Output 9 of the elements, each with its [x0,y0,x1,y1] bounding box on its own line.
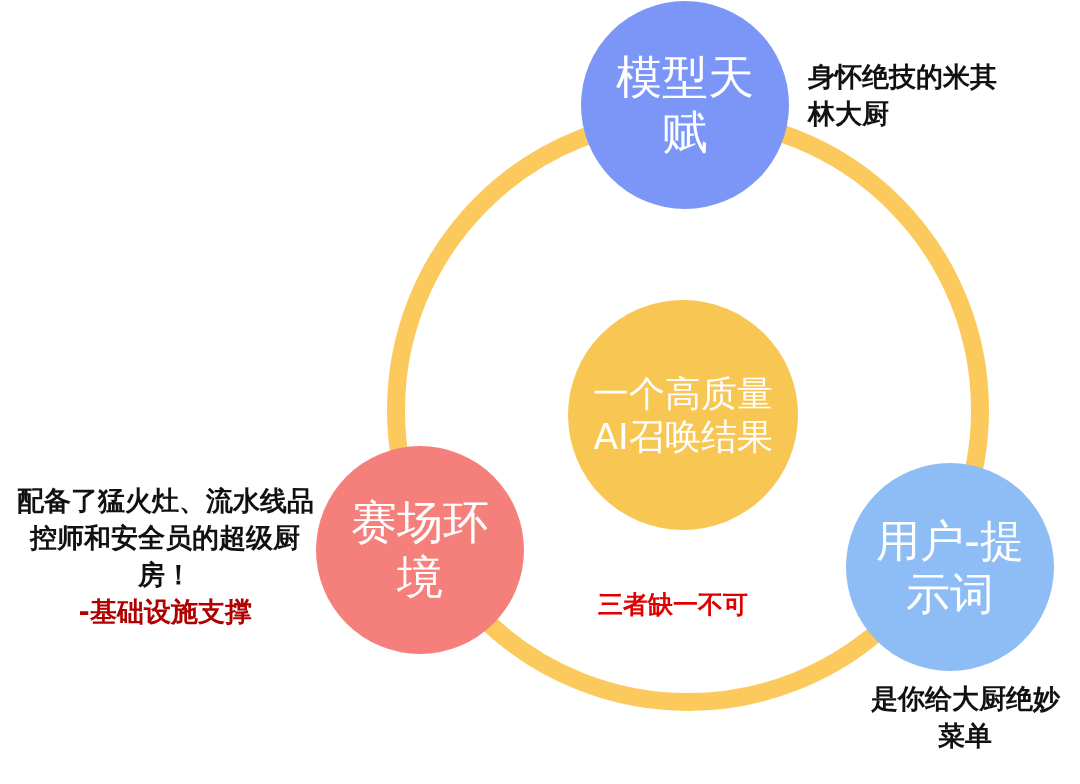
caption-text: 是你给大厨绝妙菜单 [870,682,1060,753]
node-title: 用户-提示词 [875,514,1025,620]
node-title: 一个高质量AI召唤结果 [592,372,774,458]
caption-text: 配备了猛火灶、流水线品控师和安全员的超级厨房！ [15,484,315,592]
node-title: 模型天赋 [615,50,755,160]
caption-text: 身怀绝技的米其林大厨 [808,60,998,131]
node-title: 赛场环境 [350,495,490,605]
note-text: 三者缺一不可 [598,589,748,621]
caption-text: -基础设施支撑 [77,595,253,629]
